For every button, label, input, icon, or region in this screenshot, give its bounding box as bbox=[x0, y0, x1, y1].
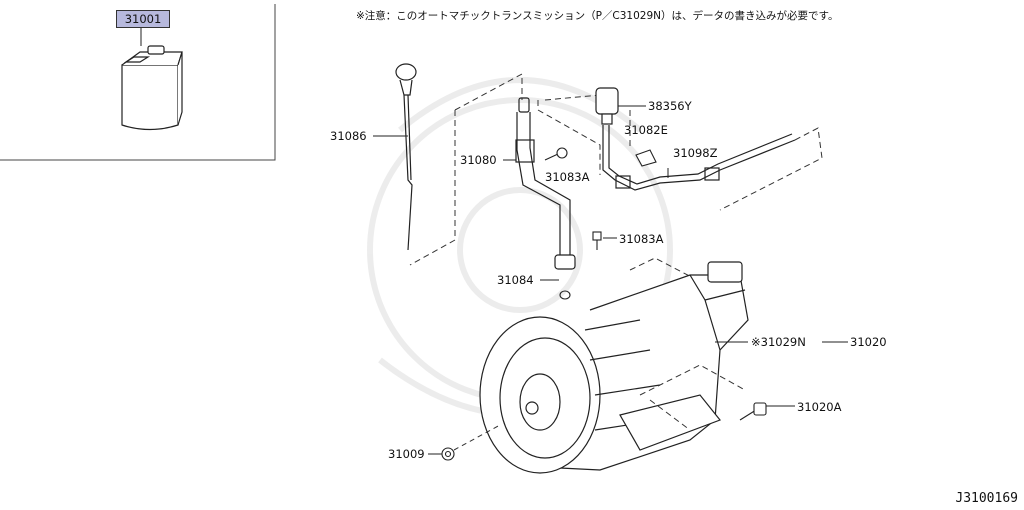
dashed-region-pan bbox=[639, 364, 746, 431]
label-31020A[interactable]: 31020A bbox=[797, 400, 842, 414]
label-31080[interactable]: 31080 bbox=[460, 153, 497, 167]
label-31009[interactable]: 31009 bbox=[388, 447, 425, 461]
hose-31098Z[interactable] bbox=[602, 125, 796, 191]
part-label-31001[interactable]: 31001 bbox=[116, 10, 170, 28]
transmission-assembly[interactable] bbox=[479, 261, 749, 474]
data-write-notice: ※注意：このオートマチックトランスミッション（P／C31029N）は、データの書… bbox=[356, 10, 839, 22]
label-31083A-lower[interactable]: 31083A bbox=[619, 232, 664, 246]
dashed-region-hose bbox=[537, 94, 631, 175]
inset-frame bbox=[0, 4, 276, 161]
drain-plug-31009[interactable] bbox=[441, 447, 455, 461]
label-31029N[interactable]: ※31029N bbox=[751, 335, 806, 349]
breather-38356Y[interactable] bbox=[595, 87, 619, 125]
dashed-region-tube bbox=[409, 73, 523, 266]
bolt-31020A[interactable] bbox=[739, 402, 767, 421]
diagram-code: J3100169 bbox=[955, 491, 1018, 506]
dipstick-31086[interactable] bbox=[395, 63, 417, 251]
filler-tube-31080[interactable] bbox=[515, 97, 576, 270]
label-31083A-upper[interactable]: 31083A bbox=[545, 170, 590, 184]
clip-31082E[interactable] bbox=[635, 149, 657, 167]
label-31082E[interactable]: 31082E bbox=[624, 123, 668, 137]
label-38356Y[interactable]: 38356Y bbox=[648, 99, 693, 113]
label-31086[interactable]: 31086 bbox=[330, 129, 367, 143]
bolt-31083A-upper[interactable] bbox=[544, 147, 568, 161]
label-31084[interactable]: 31084 bbox=[497, 273, 534, 287]
dashed-region-rear bbox=[629, 127, 823, 293]
o-ring-31084[interactable] bbox=[559, 290, 571, 300]
label-31020[interactable]: 31020 bbox=[850, 335, 887, 349]
bolt-31083A-lower[interactable] bbox=[592, 231, 602, 250]
oil-can-icon[interactable] bbox=[121, 28, 183, 131]
label-31098Z[interactable]: 31098Z bbox=[673, 146, 718, 160]
